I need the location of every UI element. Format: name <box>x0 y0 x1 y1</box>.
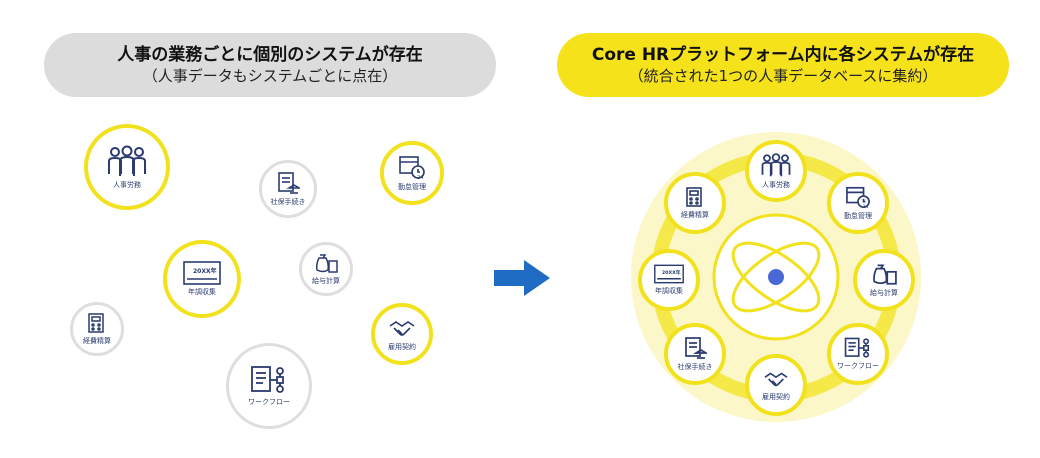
node-label: ワークフロー <box>837 362 879 370</box>
svg-text:20XX年: 20XX年 <box>662 269 681 276</box>
node-label: 年調収集 <box>188 288 216 296</box>
node-label: 雇用契約 <box>388 343 416 351</box>
form-card-icon: 20XX年 <box>654 264 684 284</box>
workflow-icon <box>844 337 870 358</box>
money-bag-calculator-icon <box>873 264 897 285</box>
right-node-payroll: 給与計算 <box>853 249 915 311</box>
node-label: 経費精算 <box>83 337 111 345</box>
left-node-workflow: ワークフロー <box>226 343 312 429</box>
node-label: 経費精算 <box>681 211 709 219</box>
handshake-icon <box>764 372 788 387</box>
right-node-expense: 経費精算 <box>664 172 726 234</box>
svg-text:24: 24 <box>863 204 869 209</box>
right-node-hr: 人事労務 <box>745 140 807 202</box>
left-node-social-insurance: 社保手続き <box>259 160 317 218</box>
atom-icon <box>731 241 821 313</box>
handshake-icon <box>389 321 415 336</box>
node-label: 社保手続き <box>677 363 713 371</box>
node-label: ワークフロー <box>248 398 290 406</box>
left-node-expense: 経費精算 <box>70 302 124 356</box>
people-icon <box>761 153 791 177</box>
node-label: 人事労務 <box>762 181 790 189</box>
right-node-workflow: ワークフロー <box>827 323 889 385</box>
left-node-contract: 雇用契約 <box>371 303 433 365</box>
node-label: 年調収集 <box>655 287 683 295</box>
right-subtitle: （統合された1つの人事データベースに集約） <box>628 67 938 85</box>
node-label: 雇用契約 <box>762 393 790 401</box>
node-label: 人事労務 <box>113 181 141 189</box>
calculator-receipt-icon <box>88 313 104 333</box>
svg-text:20XX年: 20XX年 <box>193 267 217 275</box>
document-bank-icon <box>685 337 707 359</box>
document-bank-icon <box>278 172 300 194</box>
left-node-attendance: 24 勤怠管理 <box>380 141 444 205</box>
node-label: 給与計算 <box>312 277 340 285</box>
left-title: 人事の業務ごとに個別のシステムが存在 <box>117 45 423 65</box>
money-bag-calculator-icon <box>316 254 338 273</box>
left-node-payroll: 給与計算 <box>299 242 353 296</box>
left-title-pill: 人事の業務ごとに個別のシステムが存在 （人事データもシステムごとに点在） <box>44 33 496 97</box>
workflow-icon <box>251 366 284 393</box>
node-label: 勤怠管理 <box>844 212 872 220</box>
calculator-receipt-icon <box>686 187 702 207</box>
right-title: Core HRプラットフォーム内に各システムが存在 <box>591 45 975 65</box>
node-label: 勤怠管理 <box>398 183 426 191</box>
node-label: 給与計算 <box>870 289 898 297</box>
left-node-year-end: 20XX年 年調収集 <box>163 240 241 318</box>
form-card-icon: 20XX年 <box>183 261 221 285</box>
calendar-clock-icon: 24 <box>846 186 870 209</box>
people-icon <box>108 145 146 176</box>
right-title-pill: Core HRプラットフォーム内に各システムが存在 （統合された1つの人事データ… <box>557 33 1009 97</box>
right-node-social-insurance: 社保手続き <box>664 323 726 385</box>
node-label: 社保手続き <box>270 198 306 206</box>
right-node-contract: 雇用契約 <box>745 354 807 416</box>
calendar-clock-icon: 24 <box>399 156 425 180</box>
svg-text:24: 24 <box>417 175 423 180</box>
left-subtitle: （人事データもシステムごとに点在） <box>142 67 398 85</box>
arrow-right-icon <box>494 260 550 296</box>
right-node-attendance: 24 勤怠管理 <box>827 172 889 234</box>
left-node-hr: 人事労務 <box>84 124 170 210</box>
right-node-year-end: 20XX年 年調収集 <box>638 249 700 311</box>
